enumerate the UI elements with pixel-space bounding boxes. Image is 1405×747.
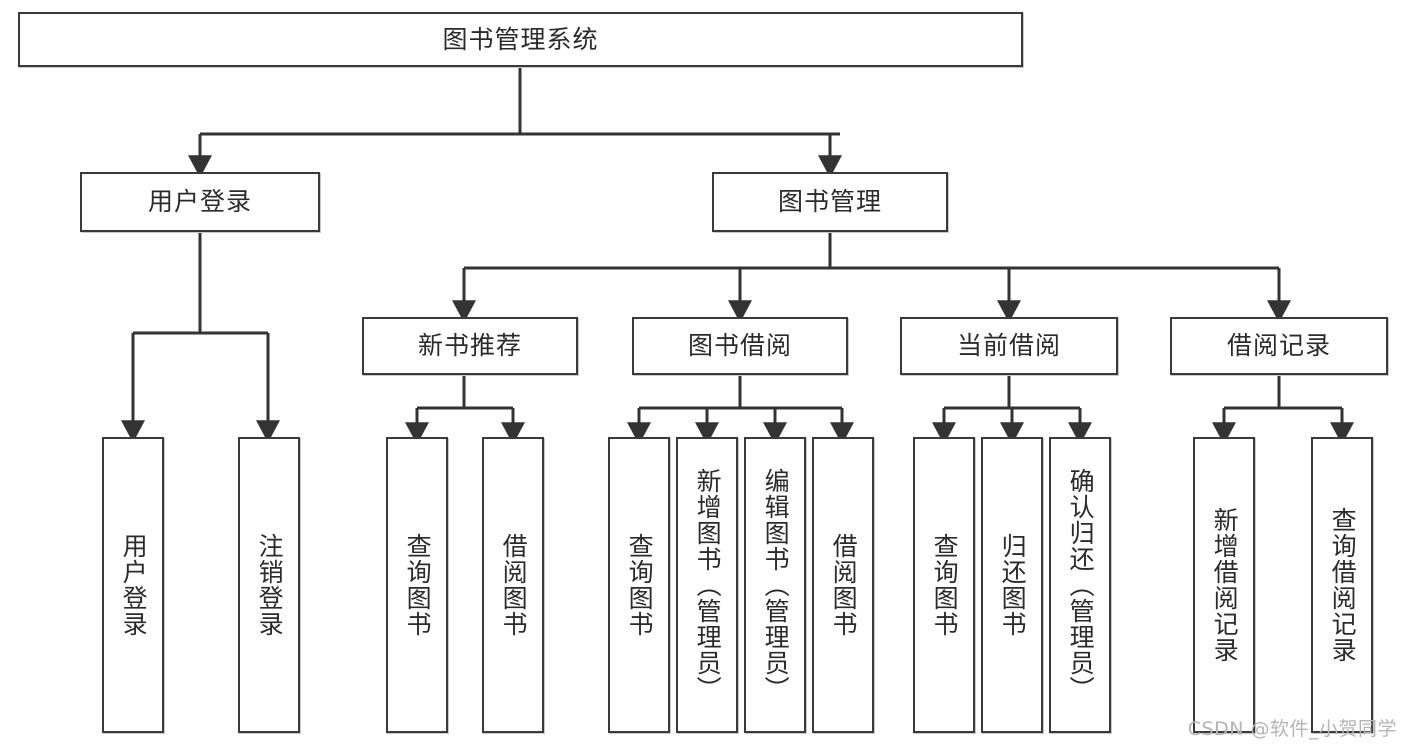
leaf-label: 借阅图书 [499, 533, 529, 637]
node-root-book-management-system[interactable]: 图书管理系统 [18, 12, 1023, 67]
leaf-label: 查询图书 [403, 533, 433, 637]
leaf-borrow-record-1[interactable]: 查询借阅记录 [1311, 437, 1373, 733]
leaf-label: 编辑图书（管理员） [761, 468, 791, 702]
leaf-borrow-record-0[interactable]: 新增借阅记录 [1193, 437, 1255, 733]
leaf-label: 注销登录 [255, 533, 285, 637]
leaf-user-login-1[interactable]: 注销登录 [238, 437, 300, 733]
node-book-management[interactable]: 图书管理 [712, 172, 948, 232]
leaf-current-borrow-0[interactable]: 查询图书 [913, 437, 975, 733]
node-label: 图书管理 [777, 187, 882, 217]
node-book-borrow[interactable]: 图书借阅 [632, 317, 848, 375]
node-borrow-record[interactable]: 借阅记录 [1170, 317, 1388, 375]
leaf-label: 查询图书 [930, 533, 960, 637]
leaf-label: 用户登录 [119, 533, 149, 637]
leaf-label: 新增图书（管理员） [693, 468, 723, 702]
watermark-text: CSDN @软件_小贺同学 [1187, 718, 1397, 740]
leaf-book-borrow-1[interactable]: 新增图书（管理员） [676, 437, 738, 733]
leaf-current-borrow-2[interactable]: 确认归还（管理员） [1049, 437, 1111, 733]
node-label: 当前借阅 [956, 331, 1061, 361]
node-label: 借阅记录 [1226, 331, 1331, 361]
node-current-borrow[interactable]: 当前借阅 [900, 317, 1118, 375]
leaf-label: 新增借阅记录 [1210, 507, 1240, 663]
leaf-label: 归还图书 [998, 533, 1028, 637]
leaf-label: 借阅图书 [829, 533, 859, 637]
leaf-user-login-0[interactable]: 用户登录 [102, 437, 164, 733]
node-label: 图书借阅 [687, 331, 792, 361]
leaf-label: 查询借阅记录 [1328, 507, 1358, 663]
leaf-book-borrow-3[interactable]: 借阅图书 [812, 437, 874, 733]
leaf-new-book-recommend-0[interactable]: 查询图书 [386, 437, 448, 733]
leaf-label: 查询图书 [625, 533, 655, 637]
node-label: 图书管理系统 [442, 24, 599, 54]
node-label: 新书推荐 [417, 331, 522, 361]
leaf-new-book-recommend-1[interactable]: 借阅图书 [482, 437, 544, 733]
leaf-book-borrow-0[interactable]: 查询图书 [608, 437, 670, 733]
leaf-label: 确认归还（管理员） [1066, 468, 1096, 702]
node-label: 用户登录 [147, 187, 252, 217]
node-user-login[interactable]: 用户登录 [80, 172, 320, 232]
leaf-book-borrow-2[interactable]: 编辑图书（管理员） [744, 437, 806, 733]
node-new-book-recommend[interactable]: 新书推荐 [362, 317, 578, 375]
leaf-current-borrow-1[interactable]: 归还图书 [981, 437, 1043, 733]
